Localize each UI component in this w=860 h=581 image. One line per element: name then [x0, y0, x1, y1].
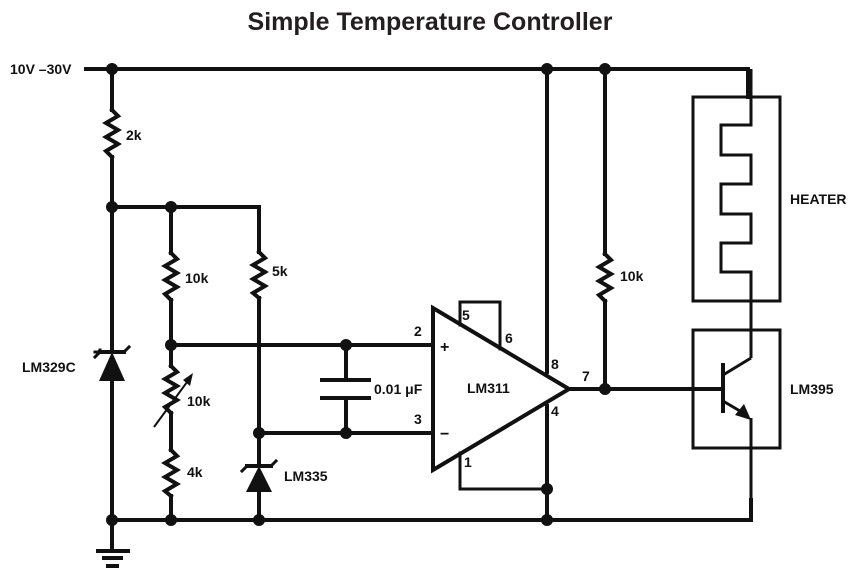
junction-dot — [165, 514, 177, 526]
heater-label: HEATER — [790, 191, 847, 207]
reference-branch — [92, 67, 132, 522]
r-divider-top-label: 10k — [185, 270, 209, 286]
heater-icon — [691, 69, 782, 333]
junction-dot — [541, 514, 553, 526]
resistor-pullup-10k-icon — [595, 251, 615, 304]
pin-6-label: 6 — [505, 330, 513, 346]
junction-dots — [106, 63, 611, 526]
capacitor-label: 0.01 μF — [374, 381, 423, 397]
potentiometer-arrow-icon — [153, 373, 193, 428]
junction-dot — [165, 201, 177, 213]
junction-dot — [253, 514, 265, 526]
npn-transistor-icon — [691, 328, 782, 520]
r-sensor-label: 5k — [272, 263, 288, 279]
junction-dot — [106, 63, 118, 75]
junction-dot — [599, 63, 611, 75]
resistor-5k-icon — [249, 249, 269, 301]
potentiometer-10k-icon — [161, 363, 181, 416]
output-branch — [567, 67, 725, 391]
zener-diode-lm329c-icon — [92, 344, 132, 381]
junction-dot — [253, 427, 265, 439]
resistor-4k-icon — [161, 447, 181, 499]
lm335-label: LM335 — [284, 468, 328, 484]
supply-label: 10V –30V — [10, 61, 72, 77]
r-supply-label: 2k — [126, 127, 142, 143]
divider-branch — [153, 205, 193, 522]
capacitor-icon — [320, 343, 371, 435]
junction-dot — [106, 514, 118, 526]
pin-7-label: 7 — [582, 368, 590, 384]
lm395-label: LM395 — [790, 381, 834, 397]
r-pullup-label: 10k — [620, 268, 644, 284]
junction-dot — [541, 483, 553, 495]
ground-icon — [96, 518, 130, 568]
junction-dot — [340, 339, 352, 351]
pin-1-label: 1 — [464, 454, 472, 470]
sensor-branch — [239, 205, 279, 522]
pin-5-label: 5 — [462, 307, 470, 323]
pin-8-label: 8 — [551, 356, 559, 372]
junction-dot — [165, 339, 177, 351]
r-pot-label: 10k — [187, 393, 211, 409]
plus-sign: + — [440, 339, 449, 356]
pin-4-label: 4 — [551, 403, 559, 419]
minus-sign: − — [440, 426, 449, 443]
r-divider-bottom-label: 4k — [187, 464, 203, 480]
pin-3-label: 3 — [414, 411, 422, 427]
ground-bus — [110, 498, 753, 522]
comparator-icon — [431, 300, 573, 491]
lm329c-label: LM329C — [22, 359, 76, 375]
supply-rail — [84, 67, 750, 99]
zener-diode-lm335-icon — [239, 458, 279, 492]
junction-dot — [599, 383, 611, 395]
lm311-label: LM311 — [467, 380, 510, 396]
junction-dot — [541, 63, 553, 75]
pin-2-label: 2 — [414, 323, 422, 339]
resistor-10k-icon — [161, 250, 181, 303]
junction-dot — [340, 427, 352, 439]
junction-dot — [106, 201, 118, 213]
diagram-title: Simple Temperature Controller — [247, 8, 613, 36]
resistor-2k-icon — [102, 107, 122, 160]
